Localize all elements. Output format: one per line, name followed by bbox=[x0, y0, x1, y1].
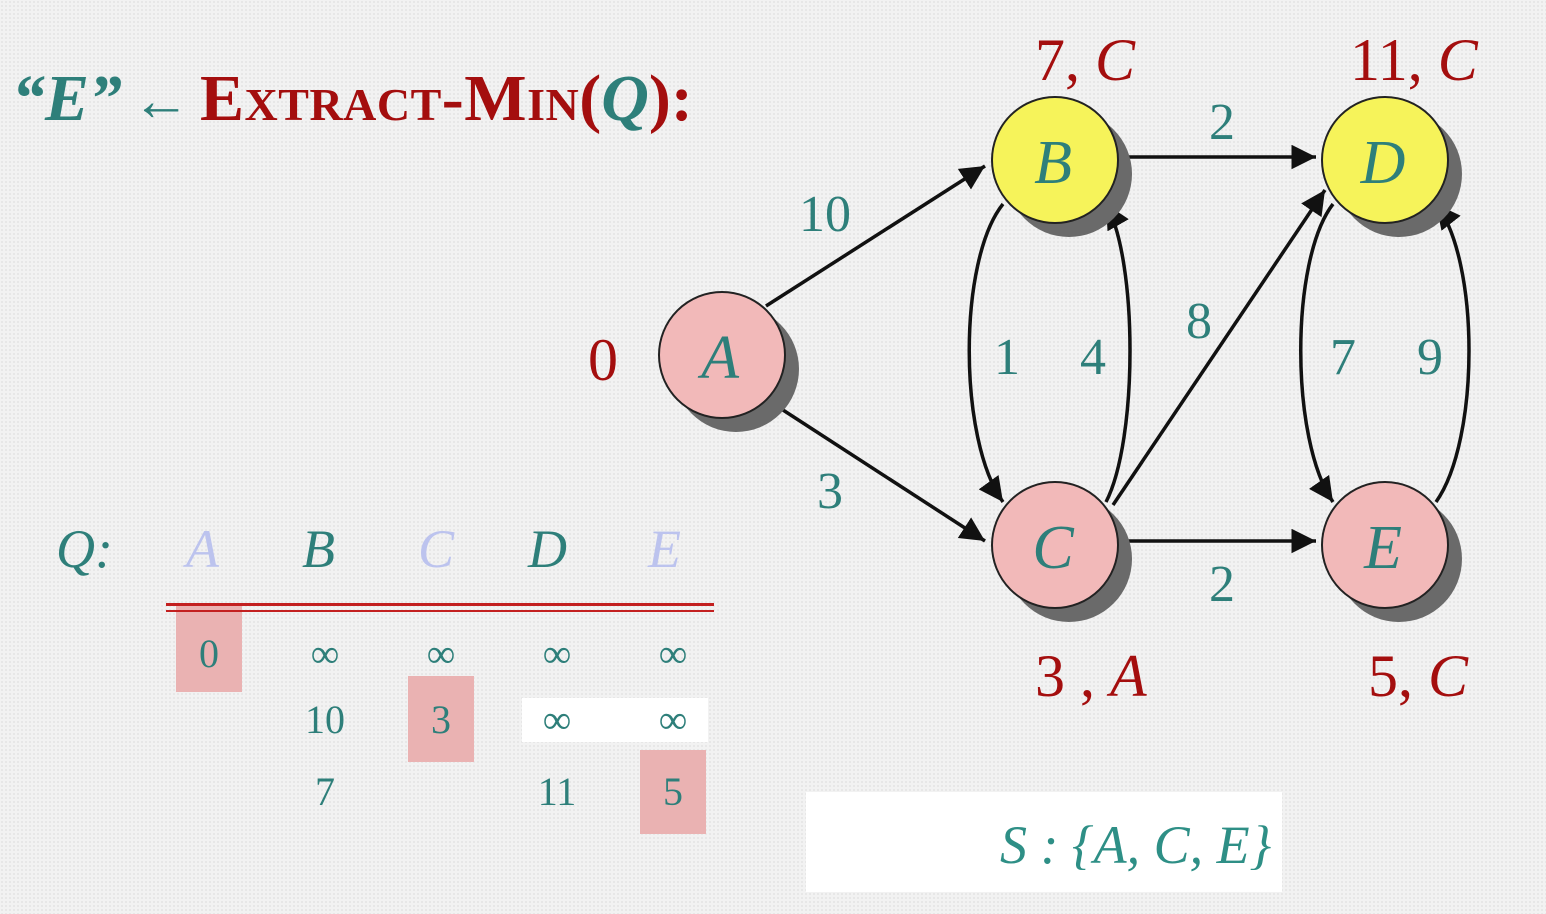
edge-c-b bbox=[1104, 203, 1132, 503]
node-b-label: B bbox=[1034, 129, 1072, 197]
title: “E”←Extract-Min(Q): bbox=[12, 66, 693, 132]
distance-label-d: 11, C bbox=[1350, 27, 1478, 93]
queue-cell: ∞ bbox=[426, 631, 456, 676]
edge-c-d bbox=[1111, 189, 1327, 506]
node-e-label: E bbox=[1363, 514, 1402, 582]
weight-c-e: 2 bbox=[1209, 556, 1235, 613]
weight-d-e: 7 bbox=[1330, 329, 1356, 386]
title-close-paren: ): bbox=[648, 62, 693, 135]
node-b bbox=[991, 96, 1132, 237]
queue-highlight-a bbox=[176, 606, 242, 692]
node-a bbox=[658, 291, 799, 432]
title-arg: Q bbox=[601, 62, 649, 135]
node-d-label: D bbox=[1360, 129, 1406, 197]
queue-header-e: E bbox=[648, 519, 681, 579]
weight-a-b: 10 bbox=[799, 186, 851, 243]
weight-b-d: 2 bbox=[1209, 94, 1235, 151]
weight-c-d: 8 bbox=[1186, 293, 1212, 350]
edge-b-c bbox=[967, 202, 1005, 504]
queue-highlight-e bbox=[640, 750, 706, 834]
node-e bbox=[1321, 481, 1462, 622]
edge-d-e bbox=[1299, 202, 1335, 503]
queue-label: Q: bbox=[56, 519, 113, 579]
queue-white-box bbox=[522, 698, 708, 742]
distance-label-c: 3 , A bbox=[1035, 643, 1147, 709]
queue-cell: 7 bbox=[315, 769, 335, 814]
queue-cell: 0 bbox=[199, 631, 219, 676]
queue-rule-top bbox=[166, 603, 714, 606]
queue-cell: 3 bbox=[431, 697, 451, 742]
queue-header-d: D bbox=[528, 519, 567, 579]
set-box bbox=[806, 792, 1282, 892]
queue-header-a: A bbox=[186, 519, 219, 579]
queue-header-b: B bbox=[302, 519, 335, 579]
queue-cell: ∞ bbox=[658, 631, 688, 676]
weight-e-d: 9 bbox=[1417, 329, 1443, 386]
queue-cell: ∞ bbox=[310, 631, 340, 676]
edge-e-d bbox=[1434, 202, 1471, 504]
weight-a-c: 3 bbox=[817, 463, 843, 520]
edge-a-b bbox=[765, 164, 986, 308]
title-quote: “E” bbox=[12, 62, 123, 135]
node-a-label: A bbox=[697, 324, 740, 392]
queue-cell: ∞ bbox=[542, 697, 572, 742]
queue-cell: 11 bbox=[537, 769, 577, 814]
edge-a-c bbox=[765, 397, 986, 543]
queue-cell: ∞ bbox=[658, 697, 688, 742]
node-c bbox=[991, 481, 1132, 622]
title-open-paren: ( bbox=[579, 62, 602, 135]
weight-b-c: 1 bbox=[994, 329, 1020, 386]
queue-rule-bottom bbox=[166, 610, 714, 612]
set-s: S : {A, C, E} bbox=[1000, 815, 1272, 875]
node-d bbox=[1321, 96, 1462, 237]
weight-c-b: 4 bbox=[1080, 329, 1106, 386]
distance-label-a: 0 bbox=[588, 327, 618, 393]
distance-label-b: 7, C bbox=[1035, 27, 1136, 93]
distance-label-e: 5, C bbox=[1368, 643, 1469, 709]
title-function: Extract-Min bbox=[200, 62, 580, 135]
node-c-label: C bbox=[1032, 514, 1074, 582]
queue-header-c: C bbox=[418, 519, 455, 579]
queue-cell: 10 bbox=[305, 697, 345, 742]
queue-highlight-c bbox=[408, 676, 474, 762]
left-arrow-icon: ← bbox=[132, 68, 191, 133]
queue-cell: 5 bbox=[663, 769, 683, 814]
queue-cell: ∞ bbox=[542, 631, 572, 676]
